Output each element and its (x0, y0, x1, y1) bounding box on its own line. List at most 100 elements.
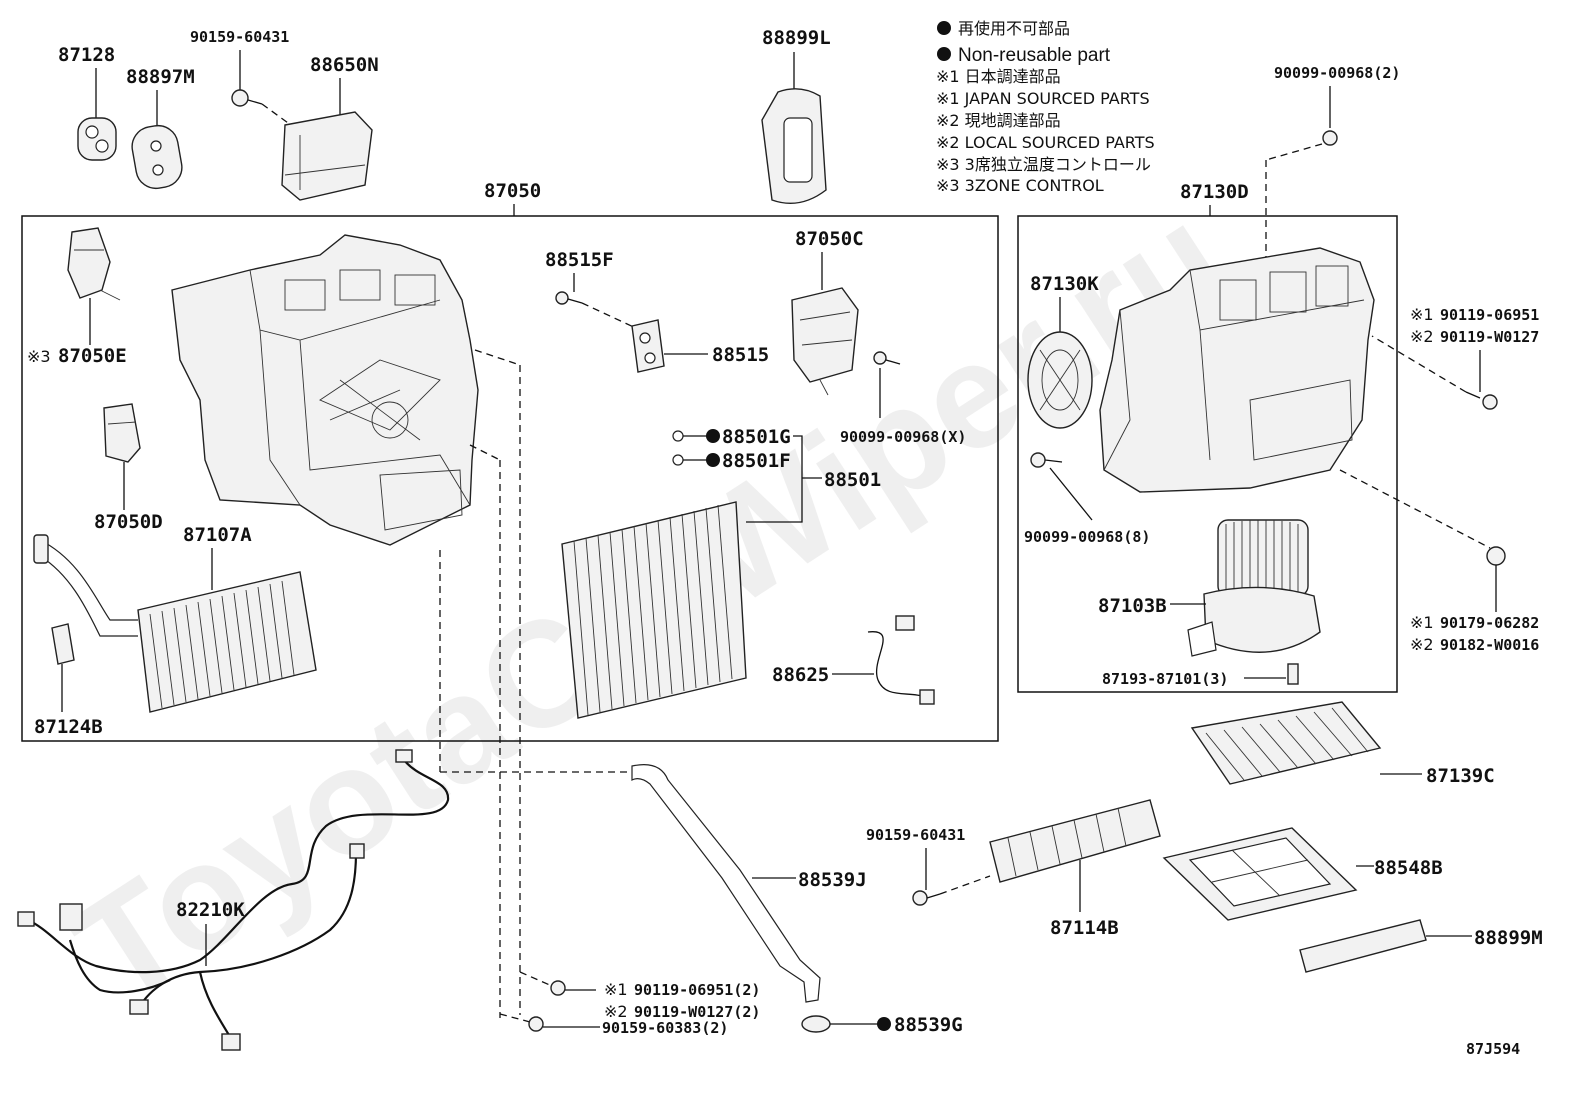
part-number-label: 87050C (795, 228, 864, 250)
part-number-label: 88650N (310, 54, 379, 76)
part-90119-06951-right[interactable]: ※1 90119-06951 ※2 90119-W0127 (1371, 305, 1539, 410)
part-88539J[interactable]: 88539J (631, 764, 867, 1003)
part-mark: ※1 (1410, 613, 1434, 632)
part-number-label: 88548B (1374, 857, 1443, 879)
part-number-label: 87107A (183, 524, 252, 546)
legend-line3-en: ※2 LOCAL SOURCED PARTS (936, 133, 1155, 152)
part-mark: ※3 (27, 347, 51, 366)
non-reusable-dot-icon (937, 21, 951, 35)
part-87050D[interactable]: 87050D (94, 403, 163, 533)
legend-line4-en: ※3 3ZONE CONTROL (936, 176, 1104, 195)
part-number-label: 87130K (1030, 273, 1099, 295)
part-number-label: 90159-60383(2) (602, 1019, 728, 1037)
part-90099-00968-X[interactable]: 90099-00968(X) (840, 351, 966, 446)
part-90159-60431-top[interactable]: 90159-60431 (190, 28, 296, 129)
legend-line4-ja: ※3 3席独立温度コントロール (936, 155, 1151, 174)
non-reusable-dot-icon (877, 1017, 891, 1031)
part-88897M[interactable]: 88897M (126, 66, 195, 192)
assembly-87050-box (21, 215, 999, 742)
part-90099-00968-8[interactable]: 90099-00968(8) (1024, 452, 1150, 546)
part-87103B[interactable]: 87103B (1098, 519, 1321, 657)
part-87050-label: 87050 (484, 180, 541, 202)
part-number-label: 90159-60431 (866, 826, 965, 844)
part-number-label: 88515 (712, 344, 769, 366)
part-87124B[interactable]: 87124B (34, 623, 103, 738)
part-90159-60383-2[interactable]: 90159-60383(2) (499, 1013, 728, 1037)
assembly-87130D-box (1017, 215, 1398, 693)
part-number-label: 90099-00968(8) (1024, 528, 1150, 546)
part-88515[interactable]: 88515 (631, 319, 769, 373)
part-87128[interactable]: 87128 (58, 44, 117, 161)
part-number-label: 88539G (894, 1014, 963, 1036)
part-number-label: 90119-W0127(2) (634, 1003, 760, 1021)
part-number-label: 88501F (722, 450, 791, 472)
part-number-label: 87050E (58, 345, 127, 367)
hvac-housing-illustration (171, 234, 479, 546)
part-90159-60431-mid[interactable]: 90159-60431 (866, 826, 991, 906)
part-number-label: 88899M (1474, 927, 1543, 949)
part-87050C[interactable]: 87050C (791, 228, 864, 396)
part-number-label: 90119-06951 (1440, 306, 1539, 324)
part-number-label: 87128 (58, 44, 115, 66)
part-number-label: 88539J (798, 869, 867, 891)
part-90099-00968-2[interactable]: 90099-00968(2) (1265, 64, 1400, 400)
part-90119-06951-2[interactable]: ※1 90119-06951(2) ※2 90119-W0127(2) (519, 971, 760, 1021)
part-number-label: 87103B (1098, 595, 1167, 617)
part-number-label: 88501 (824, 469, 881, 491)
part-87193-87101-3[interactable]: 87193-87101(3) (1102, 663, 1299, 688)
part-number-label: 87193-87101(3) (1102, 670, 1228, 688)
legend-line2-ja: ※1 日本調達部品 (936, 67, 1061, 86)
part-88899M[interactable]: 88899M (1299, 919, 1543, 973)
legend-line1-ja: 再使用不可部品 (958, 19, 1070, 38)
part-87139C[interactable]: 87139C (1190, 701, 1495, 787)
legend-line2-en: ※1 JAPAN SOURCED PARTS (936, 89, 1150, 108)
part-mark: ※2 (1410, 327, 1434, 346)
part-88625[interactable]: 88625 (772, 615, 935, 705)
guide-line (469, 444, 501, 461)
part-number-label: 90179-06282 (1440, 614, 1539, 632)
part-number-label: 87139C (1426, 765, 1495, 787)
part-number-label: 88899L (762, 27, 831, 49)
part-number-label: 88625 (772, 664, 829, 686)
part-82210K[interactable]: 82210K (17, 749, 450, 1051)
part-number-label: 90119-06951(2) (634, 981, 760, 999)
part-mark: ※2 (604, 1002, 628, 1021)
part-number-label: 90099-00968(2) (1274, 64, 1400, 82)
part-87130D-label: 87130D (1180, 181, 1249, 203)
part-88539G[interactable]: 88539G (801, 1014, 963, 1036)
part-number-label: 87124B (34, 716, 103, 738)
part-number-label: 90119-W0127 (1440, 328, 1539, 346)
legend: 再使用不可部品 Non-reusable part ※1 日本調達部品 ※1 J… (936, 19, 1155, 195)
part-87114B[interactable]: 87114B (989, 799, 1161, 939)
part-mark: ※1 (1410, 305, 1434, 324)
part-number-label: 87114B (1050, 917, 1119, 939)
part-87050E[interactable]: ※3 87050E (27, 227, 127, 367)
part-number-label: 90159-60431 (190, 28, 289, 46)
part-90179-06282[interactable]: ※1 90179-06282 ※2 90182-W0016 (1339, 469, 1539, 654)
part-88501G[interactable]: 88501G (672, 426, 791, 448)
guide-line (474, 349, 521, 366)
part-number-label: 88897M (126, 66, 195, 88)
part-87130K[interactable]: 87130K (1027, 273, 1099, 429)
part-88501F[interactable]: 88501F (672, 450, 791, 472)
part-88501[interactable]: 88501 (561, 435, 881, 719)
part-88650N[interactable]: 88650N (281, 54, 379, 201)
non-reusable-dot-icon (937, 47, 951, 61)
blower-housing-illustration (1099, 247, 1375, 493)
part-mark: ※1 (604, 980, 628, 999)
part-88548B[interactable]: 88548B (1162, 827, 1443, 921)
part-number-label: 90182-W0016 (1440, 636, 1539, 654)
part-number-label: 88501G (722, 426, 791, 448)
part-number-label: 88515F (545, 249, 614, 271)
legend-line1-en: Non-reusable part (958, 45, 1111, 66)
part-number-label: 87050D (94, 511, 163, 533)
part-88515F[interactable]: 88515F (545, 249, 641, 331)
part-number-label: 82210K (176, 899, 245, 921)
legend-line3-ja: ※2 現地調達部品 (936, 111, 1061, 130)
diagram-code: 87J594 (1466, 1040, 1520, 1058)
non-reusable-dot-icon (706, 453, 720, 467)
part-87107A[interactable]: 87107A (33, 524, 317, 713)
part-88899L[interactable]: 88899L (761, 27, 831, 204)
part-mark: ※2 (1410, 635, 1434, 654)
